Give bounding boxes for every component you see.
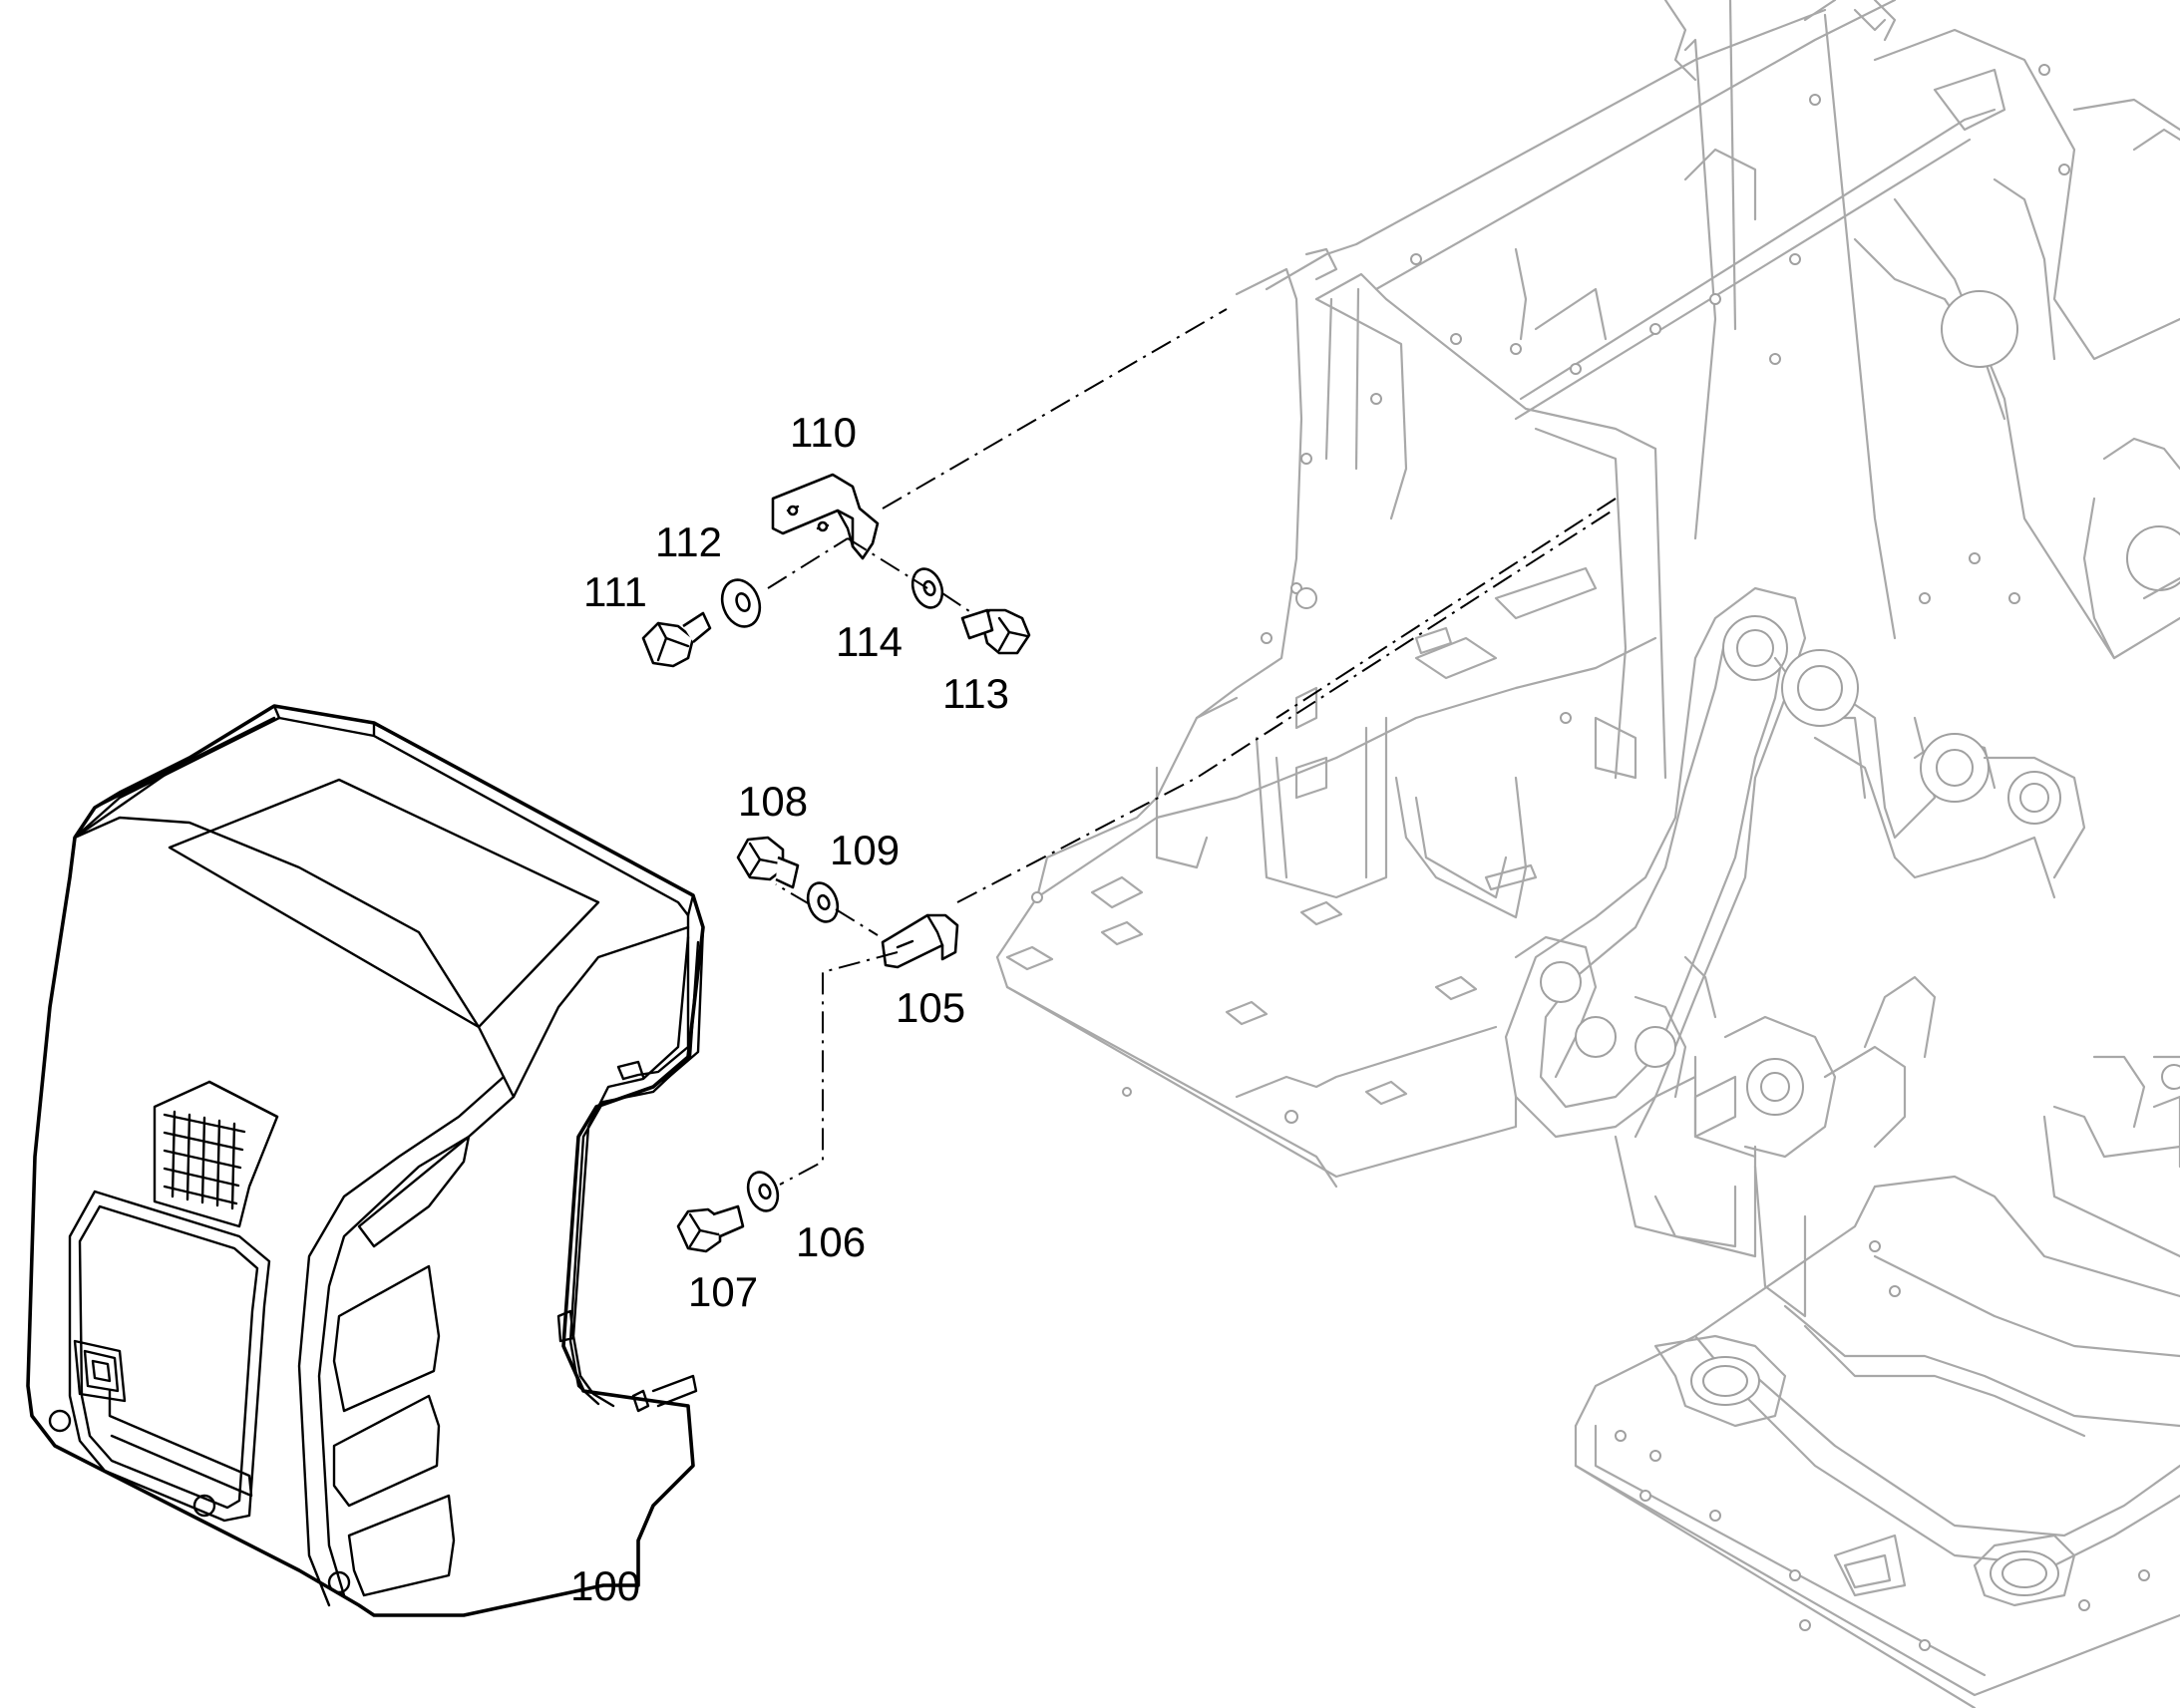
callout-107: 106 xyxy=(796,1218,866,1265)
callout-109: 109 xyxy=(830,827,900,873)
cover-100 xyxy=(26,704,705,1617)
washer-112 xyxy=(720,578,762,628)
callout-114: 114 xyxy=(836,618,903,665)
callout-110: 110 xyxy=(790,409,857,456)
assembly-lines xyxy=(767,308,1617,1186)
machine-frame xyxy=(995,0,2180,1708)
callout-labels: 110 112 111 114 113 108 109 105 106 107 … xyxy=(570,409,1009,1609)
washer-107 xyxy=(746,1171,780,1212)
callout-111: 111 xyxy=(583,568,647,615)
bracket-110 xyxy=(771,473,880,560)
bolt-113 xyxy=(960,608,1031,655)
bolt-111 xyxy=(641,611,712,668)
callout-106: 107 xyxy=(688,1268,758,1315)
bolt-108 xyxy=(736,836,800,889)
bolt-106 xyxy=(676,1204,745,1253)
washer-109 xyxy=(806,881,840,923)
callout-112: 112 xyxy=(655,518,722,565)
clip-105 xyxy=(881,913,959,969)
callout-108: 108 xyxy=(738,778,808,825)
grille-grid xyxy=(163,1110,246,1210)
callout-105: 105 xyxy=(896,984,965,1031)
callout-100: 100 xyxy=(570,1562,640,1609)
callout-113: 113 xyxy=(942,670,1009,717)
